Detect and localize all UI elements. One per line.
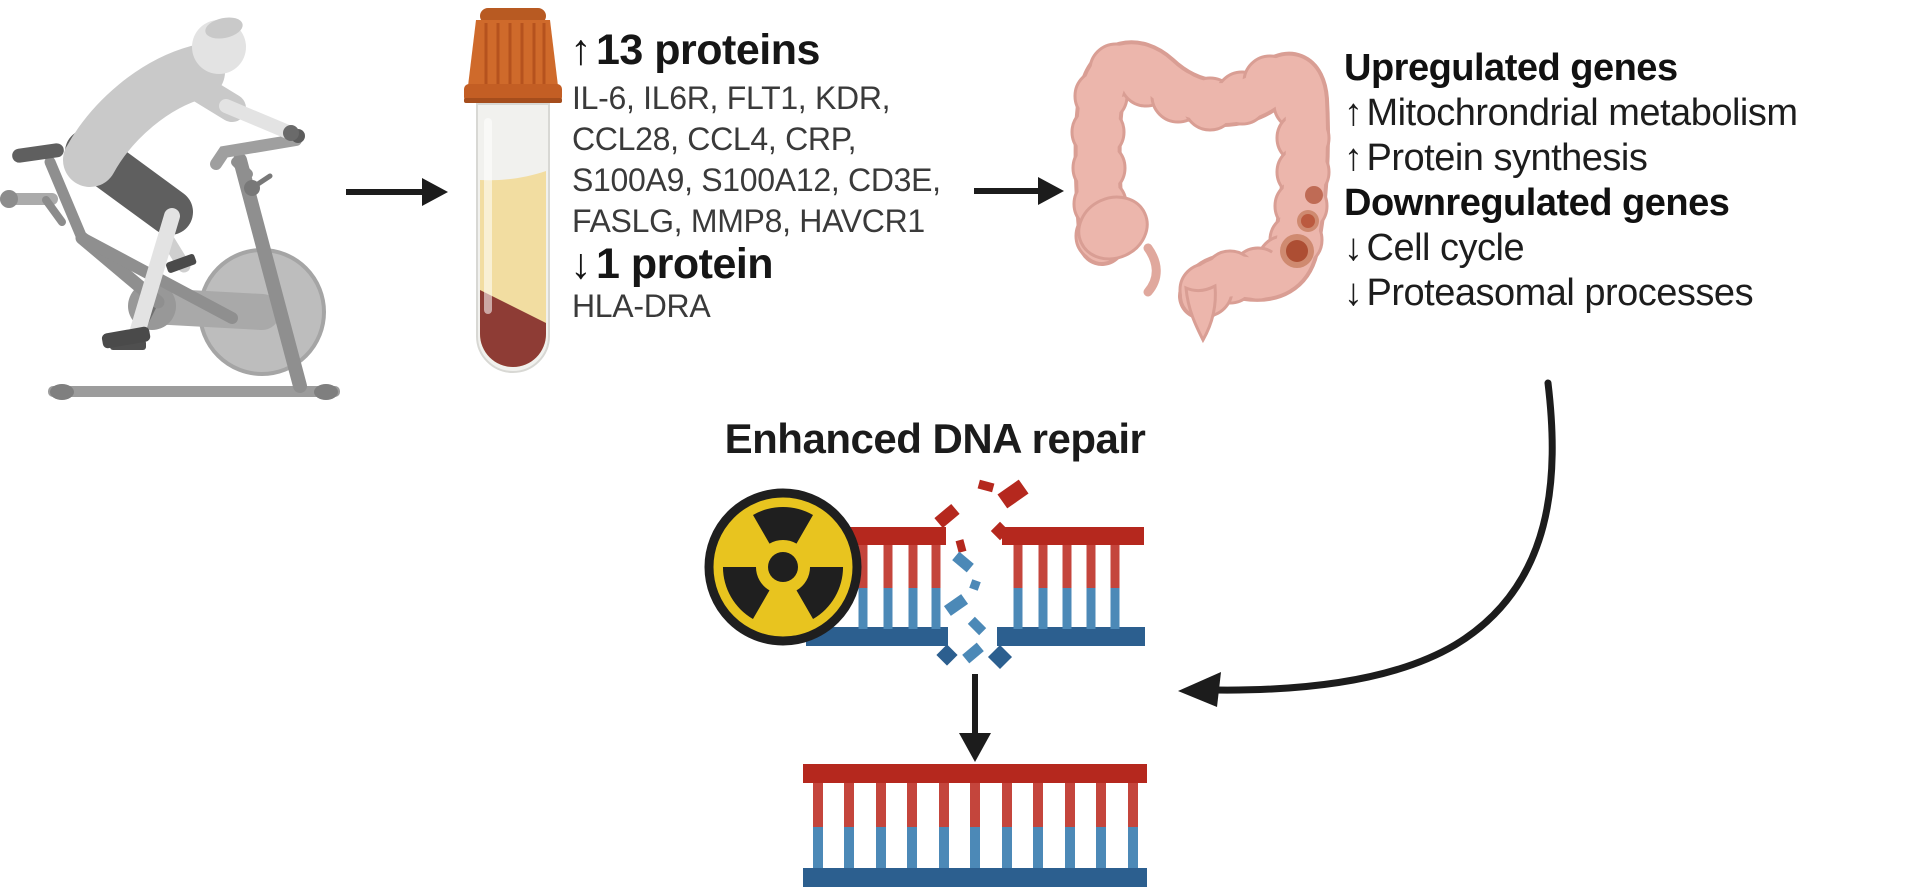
radiation-hazard-icon	[704, 488, 862, 646]
gene-regulation-panel: Upregulated genes ↑Mitochrondrial metabo…	[1344, 46, 1798, 316]
gene-item: ↓Proteasomal processes	[1344, 272, 1754, 314]
up-arrow-icon: ↑	[1344, 137, 1363, 179]
gene-item: ↑Mitochrondrial metabolism	[1344, 92, 1798, 134]
downregulated-protein-list: HLA-DRA	[572, 286, 711, 327]
protein-list-line: FASLG, MMP8, HAVCR1	[572, 203, 925, 239]
down-arrow-icon: ↓	[570, 240, 592, 288]
flow-arrow-bike-to-tube	[346, 178, 448, 206]
down-arrow-icon: ↓	[1344, 272, 1363, 314]
protein-list-line: CCL28, CCL4, CRP,	[572, 121, 857, 157]
gene-item: ↓Cell cycle	[1344, 227, 1525, 269]
enhanced-dna-repair-title: Enhanced DNA repair	[724, 415, 1146, 462]
upregulated-proteins-list: IL-6, IL6R, FLT1, KDR, CCL28, CCL4, CRP,…	[572, 78, 941, 242]
upregulated-proteins-heading: ↑13 proteins	[570, 26, 820, 74]
colon-polyps	[1280, 186, 1323, 268]
up-arrow-icon: ↑	[1344, 92, 1363, 134]
blood-sample-tube-icon	[464, 8, 562, 373]
down-arrow-repair	[959, 674, 991, 762]
curved-arrow-genes-to-dna	[1178, 379, 1556, 707]
colon-icon	[1070, 40, 1331, 344]
flow-arrow-tube-to-colon	[974, 177, 1064, 205]
protein-list-line: IL-6, IL6R, FLT1, KDR,	[572, 80, 891, 116]
protein-list-line: S100A9, S100A12, CD3E,	[572, 162, 941, 198]
protein-list-line: HLA-DRA	[572, 288, 711, 324]
exercise-bike-person-icon	[0, 17, 340, 400]
damaged-dna-icon	[806, 479, 1145, 670]
downregulated-protein-heading: ↓1 protein	[570, 240, 774, 288]
down-arrow-icon: ↓	[1344, 227, 1363, 269]
downregulated-genes-heading: Downregulated genes	[1344, 182, 1730, 224]
upregulated-genes-heading: Upregulated genes	[1344, 47, 1678, 89]
up-arrow-icon: ↑	[570, 26, 592, 74]
repaired-dna-icon	[803, 764, 1147, 887]
gene-item: ↑Protein synthesis	[1344, 137, 1648, 179]
